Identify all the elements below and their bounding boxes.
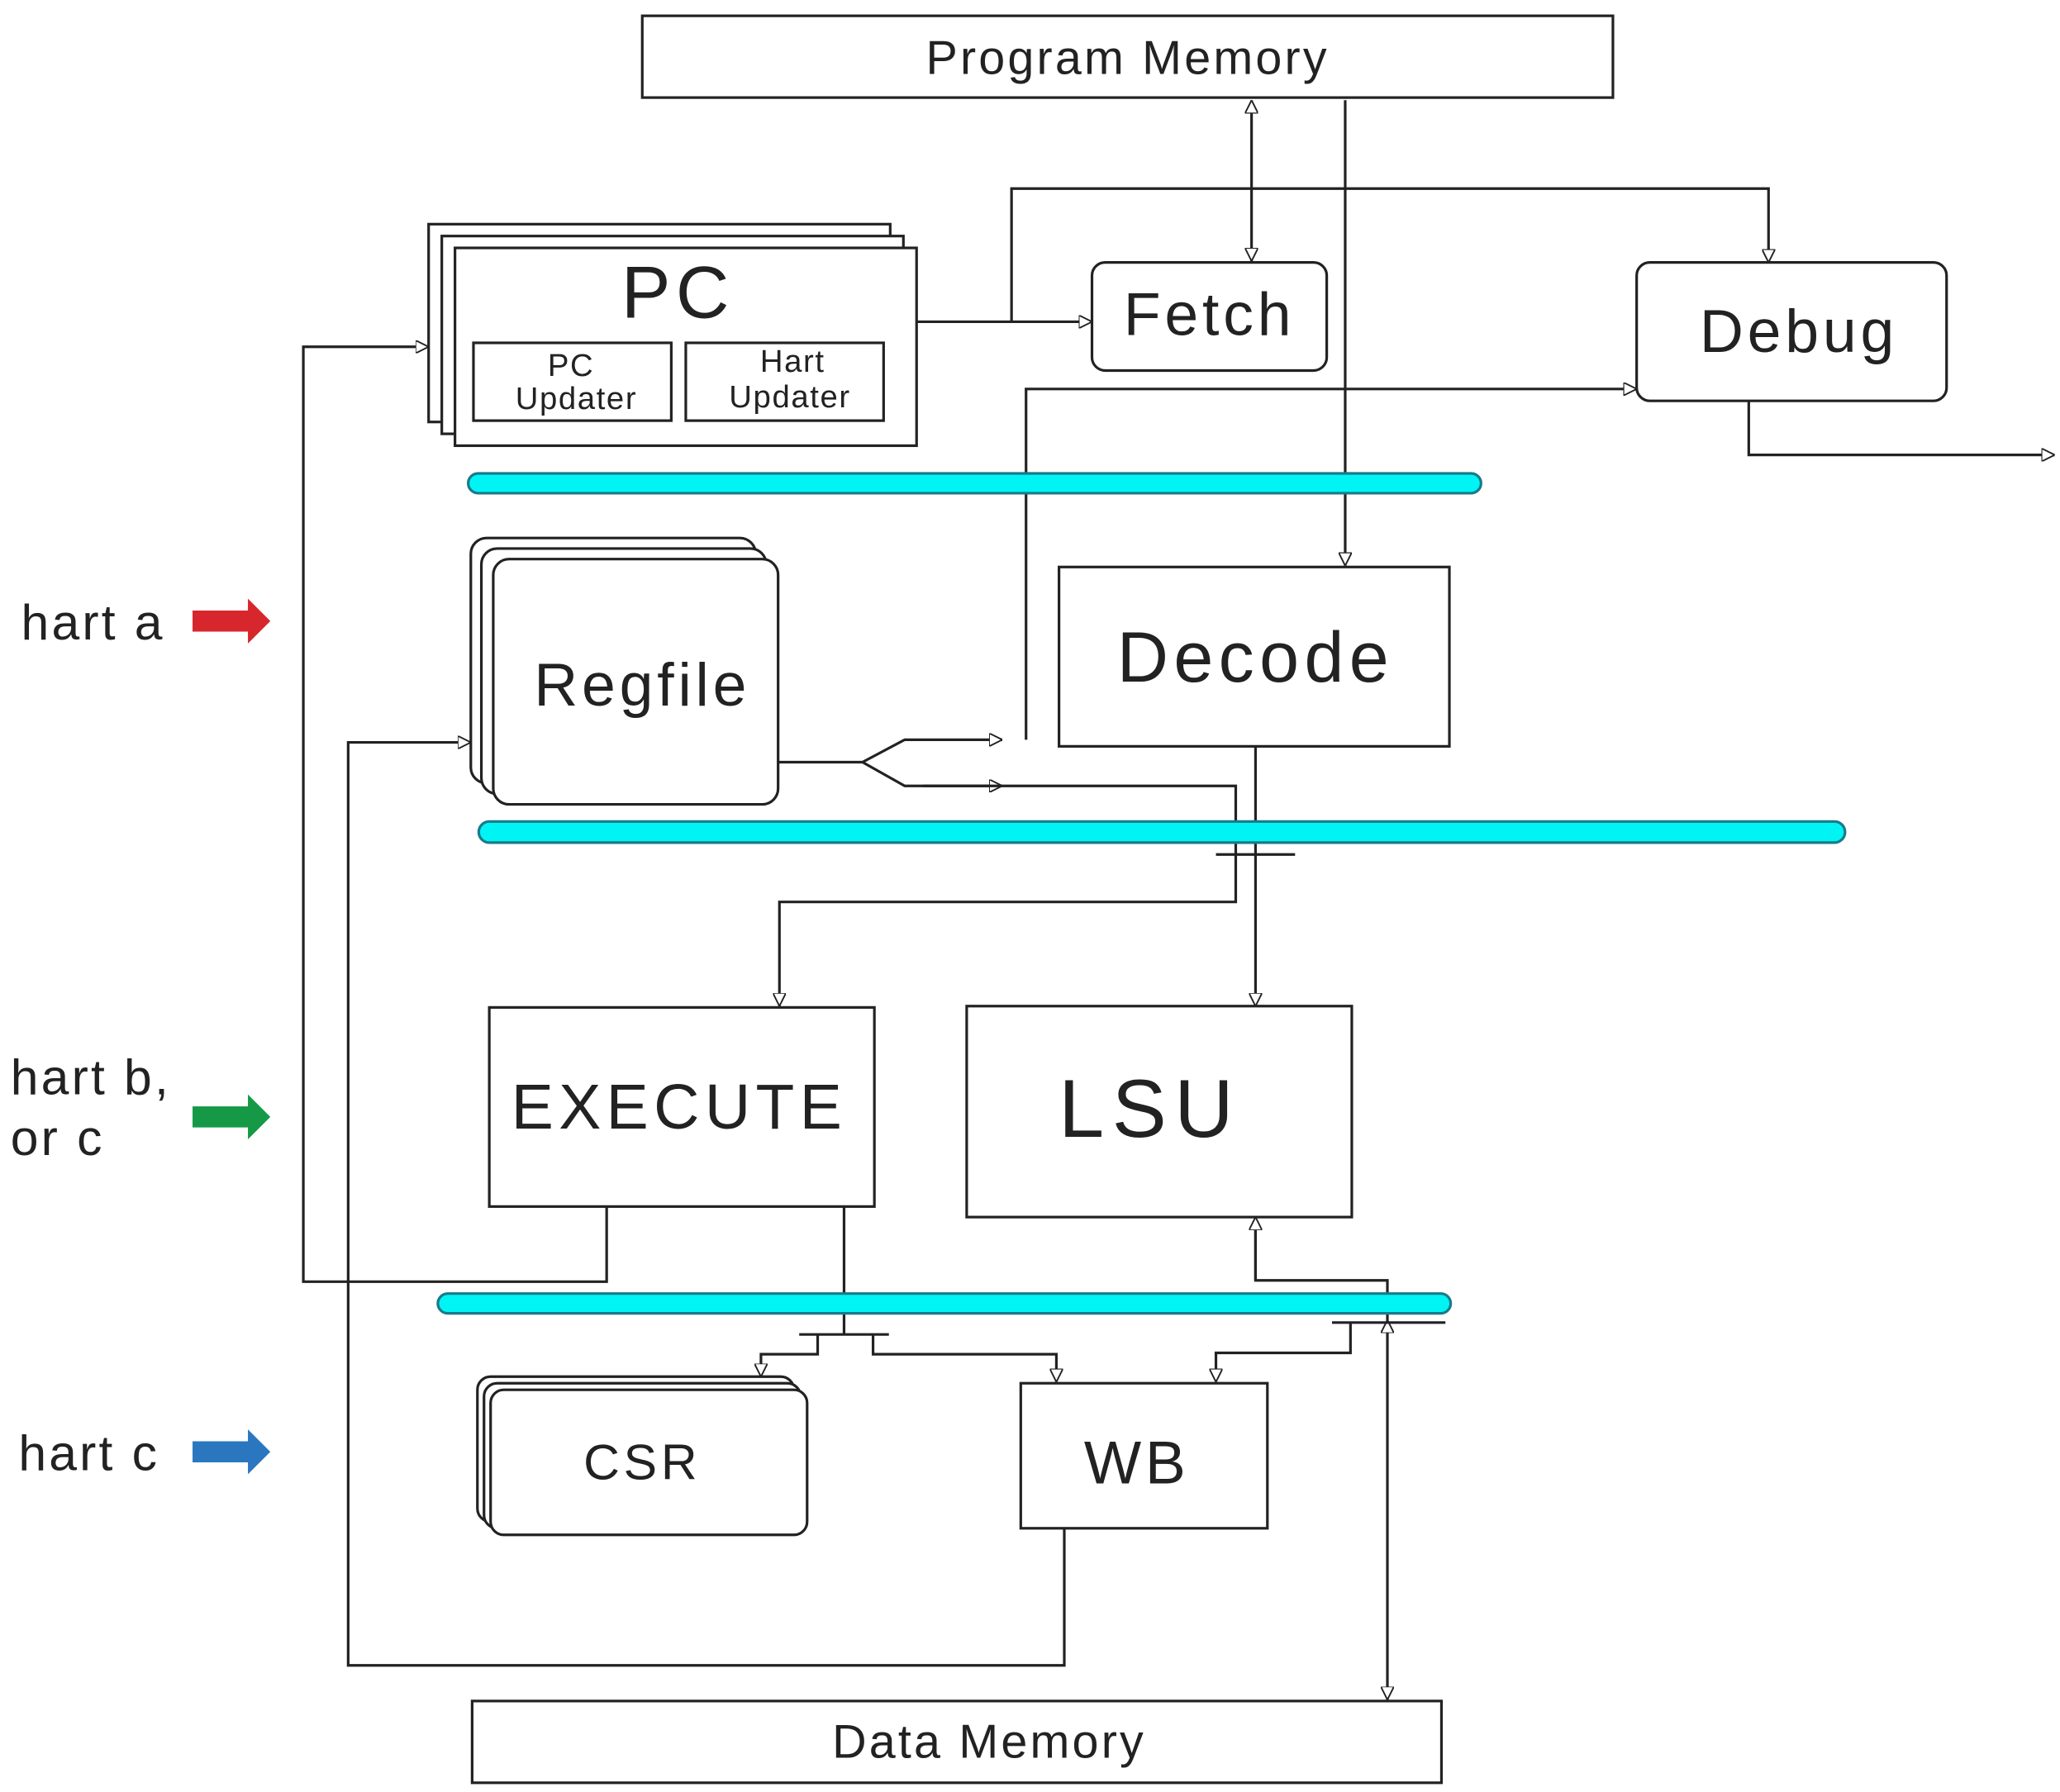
csr-block: CSR	[476, 1375, 809, 1537]
pipeline-bar-3	[436, 1292, 1453, 1315]
csr-label: CSR	[583, 1434, 701, 1490]
data-memory-label: Data Memory	[832, 1716, 1146, 1769]
hart-updater-label-line1: Hart	[760, 344, 825, 379]
fetch-label: Fetch	[1124, 280, 1296, 348]
hart-bc-label-line1: hart b,	[11, 1049, 171, 1105]
hart-a-arrow-icon	[193, 598, 271, 644]
wb-regfile-wire	[346, 743, 1066, 1667]
pc-debug-wire	[1010, 187, 1768, 322]
lsu-wb-wire	[1216, 1322, 1352, 1382]
execute-block: EXECUTE	[488, 1005, 876, 1208]
hart-legend: hart a hart b, or c hart c	[11, 594, 271, 1481]
execute-csr-wire	[761, 1334, 820, 1377]
execute-pc-wire	[302, 347, 608, 1283]
regfile-label: Regfile	[534, 651, 750, 719]
to-execute-wire	[779, 784, 1238, 1006]
lsu-block: LSU	[965, 1005, 1354, 1219]
debug-label: Debug	[1700, 297, 1898, 365]
wb-block: WB	[1019, 1381, 1269, 1530]
pipeline-bar-1	[466, 472, 1482, 495]
execute-wb-wire	[871, 1334, 1057, 1382]
hart-a-label: hart a	[21, 594, 165, 650]
pipeline-bars	[436, 472, 1847, 1315]
regfile-fork-lower	[862, 761, 1002, 787]
regfile-block: Regfile	[469, 536, 780, 806]
regfile-debug-wire	[1025, 389, 1637, 740]
pipeline-bar-2	[477, 820, 1847, 844]
wires	[302, 100, 2055, 1700]
debug-block: Debug	[1635, 261, 1948, 402]
hart-bc-arrow-icon	[193, 1094, 271, 1139]
regfile-fork-upper	[862, 739, 1002, 763]
program-memory-label: Program Memory	[925, 31, 1329, 84]
pc-updater-label-line2: Updater	[516, 381, 637, 416]
hart-c-label: hart c	[18, 1425, 159, 1481]
hart-updater-label-line2: Updater	[729, 379, 850, 415]
pc-block: PC PC Updater Hart Updater	[427, 222, 918, 448]
fetch-block: Fetch	[1090, 261, 1329, 373]
pc-updater-box	[472, 341, 673, 422]
hart-c-arrow-icon	[193, 1429, 271, 1475]
hart-updater-box	[684, 341, 885, 422]
data-memory-block: Data Memory	[470, 1699, 1444, 1785]
lsu-label: LSU	[1059, 1062, 1241, 1154]
decode-label: Decode	[1117, 618, 1394, 697]
hart-bc-label-line2: or c	[11, 1110, 105, 1166]
program-memory-block: Program Memory	[640, 14, 1615, 99]
pc-label: PC	[621, 251, 735, 334]
decode-block: Decode	[1058, 565, 1451, 748]
debug-out-wire	[1747, 401, 2055, 454]
execute-label: EXECUTE	[511, 1072, 847, 1143]
wb-label: WB	[1084, 1429, 1190, 1497]
pc-updater-label-line1: PC	[548, 348, 594, 383]
